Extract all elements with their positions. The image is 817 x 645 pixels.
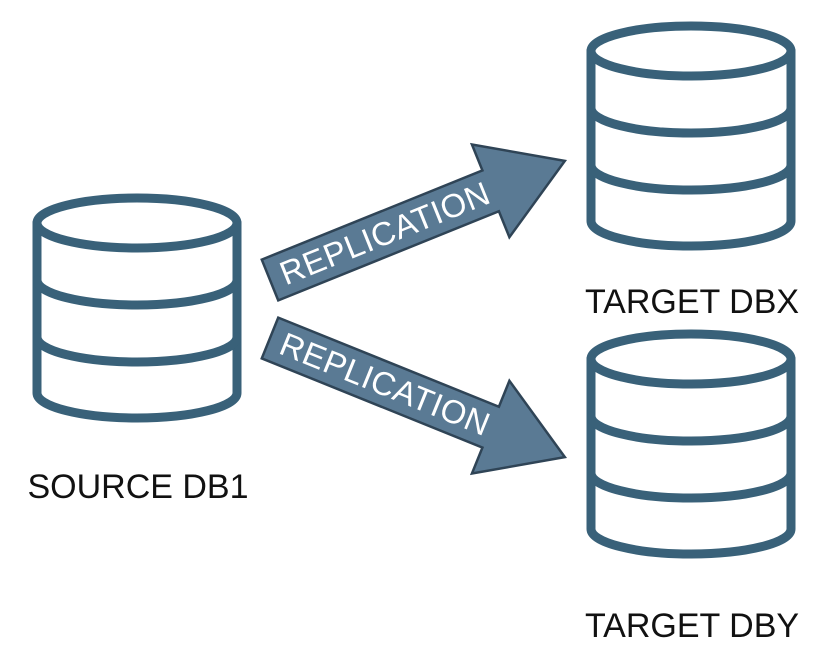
replication-label-to-dbx: REPLICATION xyxy=(274,174,495,292)
database-band-2 xyxy=(586,468,796,503)
database-band-1 xyxy=(586,103,796,138)
target-dby-database-icon xyxy=(586,329,796,559)
replication-label-to-dby: REPLICATION xyxy=(275,325,496,443)
database-top-rim xyxy=(32,218,242,253)
database-top-rim xyxy=(586,46,796,81)
replication-arrow-to-dby: REPLICATION xyxy=(260,315,568,476)
target-dbx-label: TARGET DBX xyxy=(585,283,799,321)
source-database-icon xyxy=(32,193,242,423)
target-dby-label: TARGET DBY xyxy=(585,607,799,645)
database-band-1 xyxy=(32,275,242,310)
source-db1-label: SOURCE DB1 xyxy=(27,468,248,506)
arrow-shape xyxy=(260,315,568,476)
database-band-2 xyxy=(586,160,796,195)
database-band-2 xyxy=(32,332,242,367)
target-dbx-database-icon xyxy=(586,21,796,251)
database-band-1 xyxy=(586,411,796,446)
arrow-shape xyxy=(260,142,568,303)
database-top-rim xyxy=(586,354,796,389)
replication-arrow-to-dbx: REPLICATION xyxy=(260,142,568,303)
